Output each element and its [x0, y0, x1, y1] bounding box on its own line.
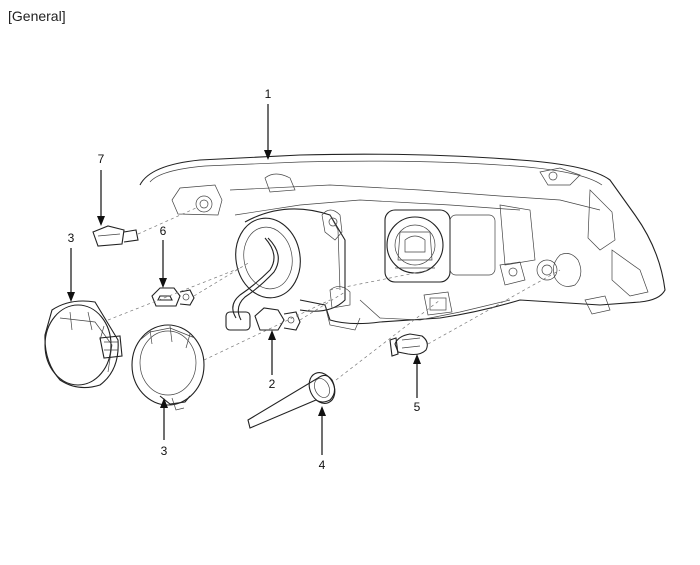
callout-4: 4: [319, 458, 326, 472]
housing-base: [324, 299, 511, 331]
section-label: [General]: [8, 8, 66, 24]
wire-harness: [225, 237, 279, 331]
callout-labels: 1 2 3 3 4 5 6 7: [68, 87, 421, 472]
alignment-lines: [107, 207, 561, 381]
callout-5: 5: [414, 400, 421, 414]
high-beam-cavity: [384, 204, 536, 283]
callout-3-upper: 3: [68, 231, 75, 245]
part-4-seal: [247, 372, 336, 429]
callout-6: 6: [160, 224, 167, 238]
callout-2: 2: [269, 377, 276, 391]
part-2-bulb: [254, 307, 301, 331]
part-7-wedge-bulb: [92, 225, 139, 247]
callout-1: 1: [265, 87, 272, 101]
part-5-bulb: [389, 333, 428, 357]
callout-3-lower: 3: [161, 444, 168, 458]
low-beam-socket: [235, 208, 351, 312]
part-6-bulb: [151, 287, 195, 307]
callout-arrows: [67, 104, 421, 455]
callout-7: 7: [98, 152, 105, 166]
headlamp-housing: [139, 153, 666, 325]
part-3-dust-cover-center: [131, 324, 205, 411]
part-3-dust-cover-left: [44, 300, 123, 389]
position-lamp-socket: [423, 291, 453, 316]
